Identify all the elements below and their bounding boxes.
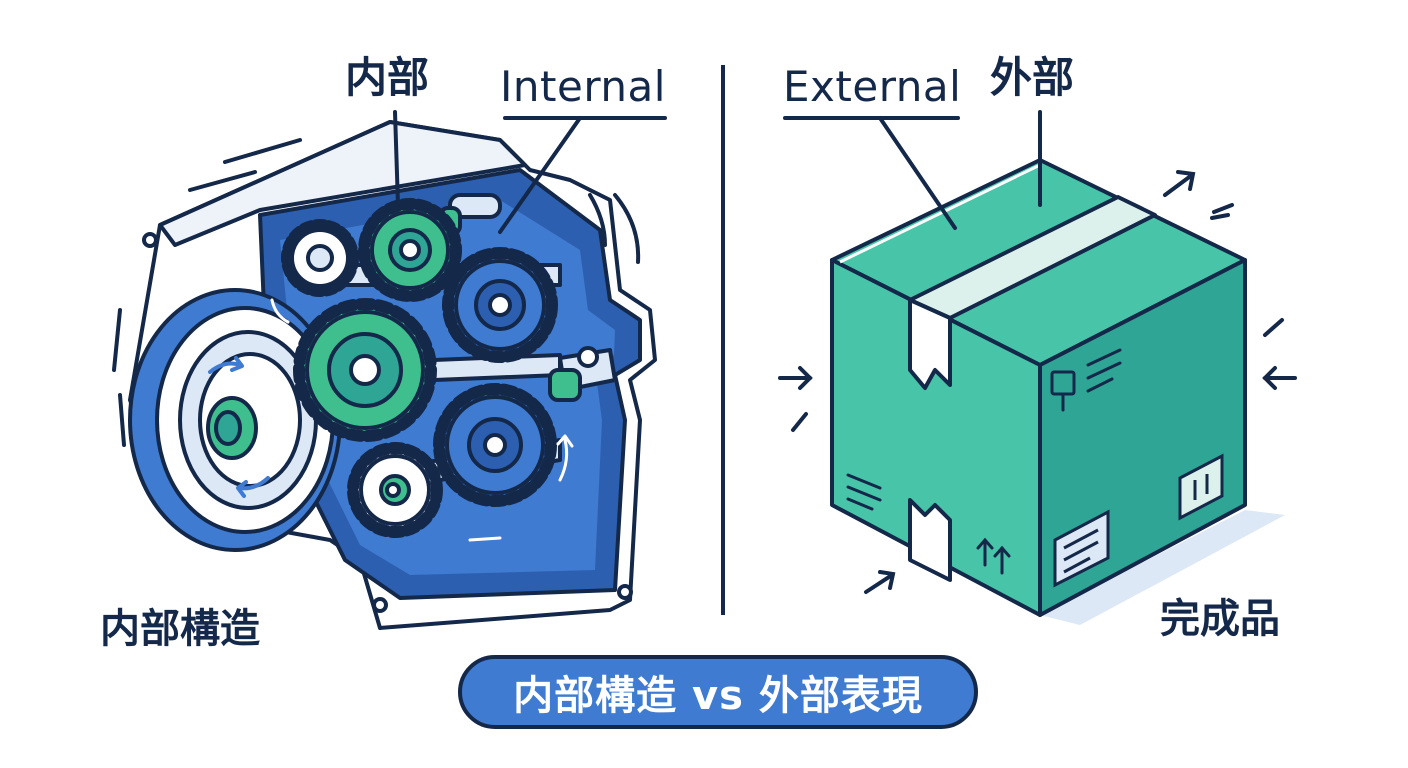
gear-icon <box>347 442 443 538</box>
internal-label-en: Internal <box>500 62 666 111</box>
external-caption: 完成品 <box>1160 596 1280 642</box>
gear-icon <box>433 383 557 507</box>
handling-icon <box>1178 453 1224 521</box>
gear-icon <box>281 219 359 297</box>
box-text-lines <box>846 348 1122 511</box>
gear-icon <box>358 198 462 302</box>
leader-lines-external <box>783 110 1042 230</box>
arrow-icon <box>778 170 1297 594</box>
gearbox-illustration <box>128 120 657 630</box>
comparison-title: 内部構造 vs 外部表現 <box>513 673 923 719</box>
motion-lines <box>112 138 641 447</box>
up-arrows-icon <box>976 537 1011 575</box>
fragile-icon <box>1050 370 1076 412</box>
gear-icon <box>293 298 437 442</box>
external-label-jp: 外部 <box>990 53 1075 102</box>
external-label-en: External <box>783 62 962 111</box>
comparison-title-badge: 内部構造 vs 外部表現 <box>458 655 978 729</box>
internal-label-jp: 内部 <box>345 53 430 102</box>
internal-caption: 内部構造 <box>100 606 260 652</box>
shipping-label-icon <box>1053 509 1110 588</box>
gear-icon <box>442 247 558 363</box>
leader-lines-internal <box>393 110 667 234</box>
